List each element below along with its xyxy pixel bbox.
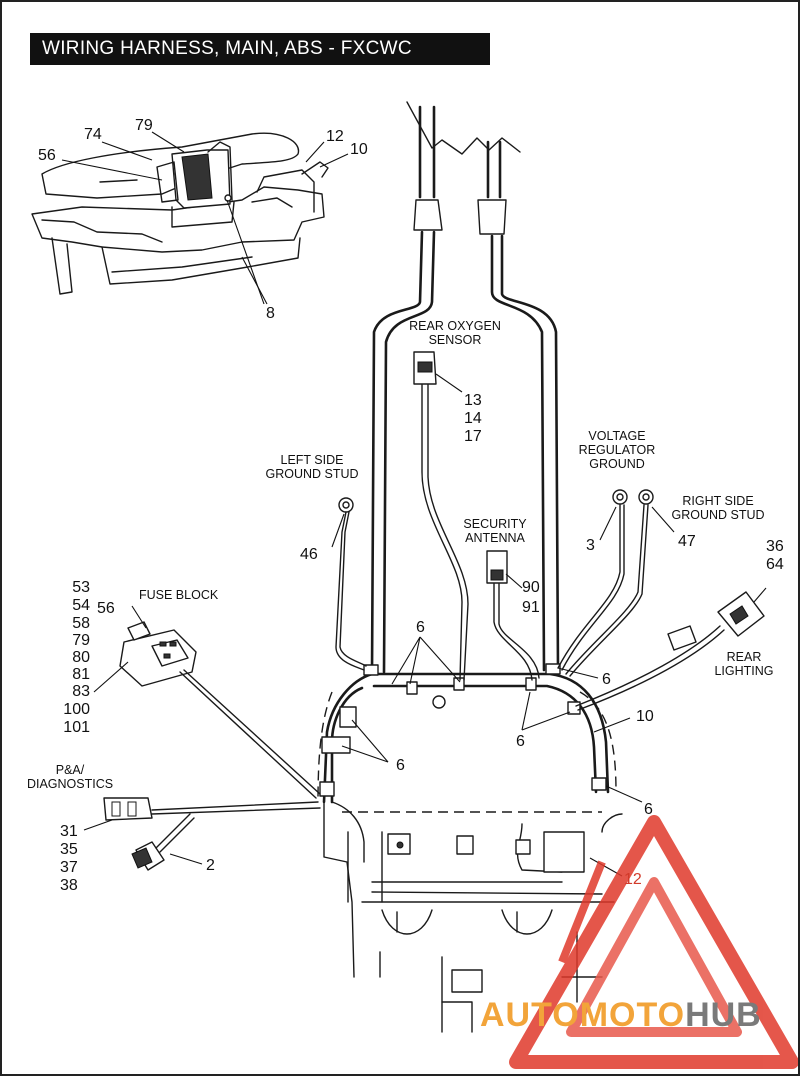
callout-diag-35: 35 (60, 841, 78, 858)
callout-left-ground-46: 46 (300, 546, 318, 563)
label-rear-oxygen-line2: SENSOR (429, 333, 482, 347)
callout-rear-lighting-64: 64 (766, 556, 784, 573)
watermark-text-orange: AUTOMOTO (480, 996, 685, 1034)
callout-clip-right-6: 6 (602, 671, 611, 688)
label-vr-ground-line3: GROUND (589, 457, 645, 471)
callout-diag-31: 31 (60, 823, 78, 840)
watermark-text: AUTOMOTOHUB (480, 996, 762, 1034)
callout-oxygen-17: 17 (464, 428, 482, 445)
callout-clip-mid-6: 6 (516, 733, 525, 750)
callout-fuse-81: 81 (72, 666, 90, 683)
label-right-ground-line1: RIGHT SIDE (682, 494, 753, 508)
callout-bottom-right-12: 12 (624, 871, 642, 888)
callout-inset-8: 8 (266, 305, 275, 322)
callout-clip-lower-6: 6 (644, 801, 653, 818)
callout-oxygen-14: 14 (464, 410, 482, 427)
label-rear-oxygen-line1: REAR OXYGEN (409, 319, 501, 333)
callout-clip-top-6: 6 (416, 619, 425, 636)
label-rear-lighting-line1: REAR (727, 650, 762, 664)
label-vr-ground-line1: VOLTAGE (588, 429, 645, 443)
callout-inset-56: 56 (38, 147, 56, 164)
callout-antenna-91: 91 (522, 599, 540, 616)
callout-fuse-79: 79 (72, 632, 90, 649)
diagram-title: WIRING HARNESS, MAIN, ABS - FXCWC (30, 33, 490, 65)
label-security-antenna-line1: SECURITY (463, 517, 527, 531)
callout-diag-38: 38 (60, 877, 78, 894)
callout-diag-37: 37 (60, 859, 78, 876)
label-pa-line1: P&A/ (56, 763, 85, 777)
label-rear-lighting-line2: LIGHTING (714, 664, 773, 678)
callout-clip-left-6: 6 (396, 757, 405, 774)
callout-inset-74: 74 (84, 126, 102, 143)
callout-fuse-53: 53 (72, 579, 90, 596)
callout-antenna-90: 90 (522, 579, 540, 596)
callout-oxygen-13: 13 (464, 392, 482, 409)
callout-fuse-block-56: 56 (97, 600, 115, 617)
callout-right-cover-10: 10 (636, 708, 654, 725)
label-security-antenna-line2: ANTENNA (465, 531, 525, 545)
callout-rear-lighting-36: 36 (766, 538, 784, 555)
label-left-ground-line2: GROUND STUD (265, 467, 358, 481)
callout-fuse-58: 58 (72, 615, 90, 632)
callout-vr-ground-3: 3 (586, 537, 595, 554)
label-left-ground-line1: LEFT SIDE (281, 453, 344, 467)
callout-fuse-80: 80 (72, 649, 90, 666)
callout-fuse-54: 54 (72, 597, 90, 614)
watermark-text-grey: HUB (685, 996, 762, 1034)
callout-fuse-100: 100 (63, 701, 90, 718)
callout-fuse-101: 101 (63, 719, 90, 736)
label-fuse-block: FUSE BLOCK (139, 588, 219, 602)
callout-inset-79: 79 (135, 117, 153, 134)
callout-right-ground-47: 47 (678, 533, 696, 550)
callout-inset-12: 12 (326, 128, 344, 145)
main-harness (103, 101, 765, 1033)
callout-fuse-83: 83 (72, 683, 90, 700)
callout-inset-10: 10 (350, 141, 368, 158)
callout-diag-2: 2 (206, 857, 215, 874)
label-vr-ground-line2: REGULATOR (579, 443, 656, 457)
label-right-ground-line2: GROUND STUD (671, 508, 764, 522)
inset-bracket-assembly (31, 132, 329, 295)
label-pa-line2: DIAGNOSTICS (27, 777, 113, 791)
watermark-logo (509, 815, 798, 1069)
